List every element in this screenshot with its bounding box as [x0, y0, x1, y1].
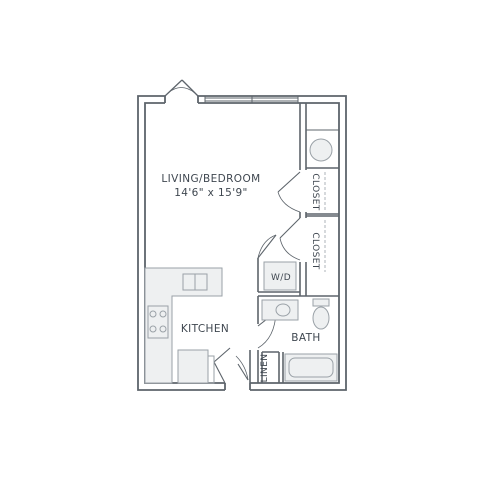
window-top	[204, 96, 299, 103]
kitchen-counter	[144, 267, 223, 384]
toilet-icon	[312, 298, 330, 330]
bath-label: BATH	[291, 332, 320, 344]
bathtub-icon	[284, 353, 338, 382]
living-bedroom-dimensions: 14'6" x 15'9"	[174, 187, 248, 199]
water-heater-icon	[309, 138, 333, 162]
balcony-door	[164, 79, 199, 97]
living-bedroom-label: LIVING/BEDROOM	[161, 173, 260, 185]
kitchen-label: KITCHEN	[181, 323, 229, 335]
bath-vanity-icon	[261, 299, 299, 321]
washer-dryer-label: W/D	[271, 273, 291, 283]
closet-1-label: CLOSET	[310, 173, 320, 210]
interior-walls	[249, 103, 339, 383]
exterior-walls	[137, 95, 347, 391]
stove-icon	[147, 305, 169, 339]
closet-2-label: CLOSET	[310, 232, 320, 269]
washer-dryer-icon	[263, 261, 297, 291]
kitchen-sink-icon	[182, 273, 208, 291]
linen-label: LINEN	[260, 354, 270, 383]
